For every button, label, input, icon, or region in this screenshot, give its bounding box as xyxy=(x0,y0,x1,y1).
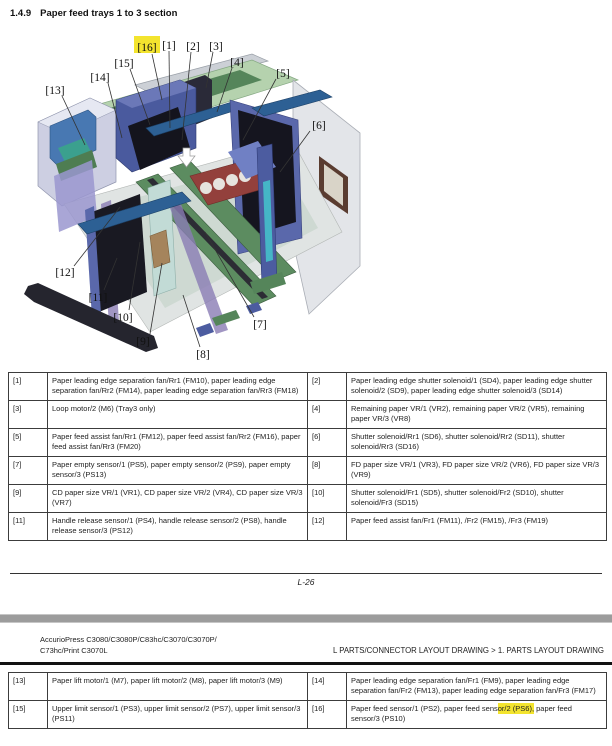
callout-highlight xyxy=(134,36,160,53)
callout-label: [4] xyxy=(230,57,243,69)
item-description: Paper leading edge separation fan/Fr1 (F… xyxy=(346,672,607,701)
leader-line xyxy=(168,50,171,129)
item-description: Paper feed assist fan/Rr1 (FM12), paper … xyxy=(47,428,308,457)
item-number: [3] xyxy=(8,400,48,429)
page2-header-breadcrumb: L PARTS/CONNECTOR LAYOUT DRAWING > 1. PA… xyxy=(333,646,604,655)
diagram-callouts: [1] [2] [3] [4] [5] [6] [7] [8] [9] [10] [11] [12] [… xyxy=(45,36,326,361)
item-number: [13] xyxy=(8,672,48,701)
item-number: [1] xyxy=(8,372,48,401)
item-description: Paper leading edge separation fan/Rr1 (F… xyxy=(47,372,308,401)
page-title: 1.4.9 Paper feed trays 1 to 3 section xyxy=(10,8,177,19)
leader-line xyxy=(151,53,163,101)
item-description: Paper feed sensor/1 (PS2), paper feed se… xyxy=(346,700,607,729)
item-number: [10] xyxy=(307,484,347,513)
leader-line xyxy=(129,68,151,126)
section-number: 1.4.9 xyxy=(10,8,32,19)
item-number: [5] xyxy=(8,428,48,457)
item-number: [4] xyxy=(307,400,347,429)
item-description: Upper limit sensor/1 (PS3), upper limit … xyxy=(47,700,308,729)
leader-line xyxy=(107,82,123,139)
callout-label: [12] xyxy=(55,267,74,279)
item-description: CD paper size VR/1 (VR1), CD paper size … xyxy=(47,484,308,513)
table-row: [15]Upper limit sensor/1 (PS3), upper li… xyxy=(8,700,607,729)
callout-label: [5] xyxy=(276,68,289,80)
callout-label: [15] xyxy=(114,58,133,70)
leader-line xyxy=(182,294,201,348)
parts-layout-diagram: [1] [2] [3] [4] [5] [6] [7] [8] [9] [10] [11] [12] [… xyxy=(24,36,361,361)
item-number: [12] xyxy=(307,512,347,541)
leader-line xyxy=(103,257,118,291)
item-description: Shutter solenoid/Fr1 (SD5), shutter sole… xyxy=(346,484,607,513)
table-row: [11]Handle release sensor/1 (PS4), handl… xyxy=(8,512,607,541)
callout-label: [13] xyxy=(45,85,64,97)
page2-header-rule xyxy=(0,662,612,665)
callout-label: [7] xyxy=(253,319,266,331)
arrow-marker-icon xyxy=(177,147,196,168)
highlighted-text: or/2 (PS6), xyxy=(497,703,535,714)
item-description: Paper feed assist fan/Fr1 (FM11), /Fr2 (… xyxy=(346,512,607,541)
table-row: [3]Loop motor/2 (M6) (Tray3 only)[4]Rema… xyxy=(8,400,607,429)
parts-table-1: [1]Paper leading edge separation fan/Rr1… xyxy=(8,372,607,541)
leader-line xyxy=(216,67,233,113)
machine-illustration xyxy=(24,53,361,352)
page-separator-bar xyxy=(0,614,612,623)
item-description: Shutter solenoid/Rr1 (SD6), shutter sole… xyxy=(346,428,607,457)
leader-line xyxy=(242,78,277,141)
footer-rule xyxy=(10,573,602,574)
leader-line xyxy=(128,241,141,311)
table-row: [5]Paper feed assist fan/Rr1 (FM12), pap… xyxy=(8,428,607,457)
item-number: [8] xyxy=(307,456,347,485)
item-number: [9] xyxy=(8,484,48,513)
item-description: Paper empty sensor/1 (PS5), paper empty … xyxy=(47,456,308,485)
item-description: Loop motor/2 (M6) (Tray3 only) xyxy=(47,400,308,429)
item-description: Remaining paper VR/1 (VR2), remaining pa… xyxy=(346,400,607,429)
table-row: [7]Paper empty sensor/1 (PS5), paper emp… xyxy=(8,456,607,485)
leader-line xyxy=(149,262,163,335)
model-list-line2: C73hc/Print C3070L xyxy=(40,646,108,655)
table-row: [9]CD paper size VR/1 (VR1), CD paper si… xyxy=(8,484,607,513)
table-row: [1]Paper leading edge separation fan/Rr1… xyxy=(8,372,607,401)
callout-label: [3] xyxy=(209,41,222,53)
leader-line xyxy=(204,231,255,318)
page-number: L-26 xyxy=(297,577,315,587)
callout-label: [11] xyxy=(89,292,108,304)
callout-label: [14] xyxy=(90,72,109,84)
callout-label: [16] xyxy=(137,42,156,54)
item-number: [15] xyxy=(8,700,48,729)
callout-label: [2] xyxy=(186,41,199,53)
model-list-line1: AccurioPress C3080/C3080P/C83hc/C3070/C3… xyxy=(40,635,217,644)
callout-label: [9] xyxy=(136,336,149,348)
page2-header-left: AccurioPress C3080/C3080P/C83hc/C3070/C3… xyxy=(40,634,217,656)
callout-label: [1] xyxy=(162,40,175,52)
callout-label: [10] xyxy=(113,312,132,324)
table-row: [13]Paper lift motor/1 (M7), paper lift … xyxy=(8,672,607,701)
item-number: [7] xyxy=(8,456,48,485)
parts-table-2: [13]Paper lift motor/1 (M7), paper lift … xyxy=(8,672,607,729)
item-number: [16] xyxy=(307,700,347,729)
leader-line xyxy=(279,130,311,173)
callout-label: [8] xyxy=(196,349,209,361)
item-description: Paper lift motor/1 (M7), paper lift moto… xyxy=(47,672,308,701)
leader-line xyxy=(73,206,121,267)
callout-label: [6] xyxy=(312,120,325,132)
item-number: [6] xyxy=(307,428,347,457)
item-description: FD paper size VR/1 (VR3), FD paper size … xyxy=(346,456,607,485)
item-number: [14] xyxy=(307,672,347,701)
item-number: [2] xyxy=(307,372,347,401)
leader-line xyxy=(205,51,214,89)
item-number: [11] xyxy=(8,512,48,541)
item-description: Paper leading edge shutter solenoid/1 (S… xyxy=(346,372,607,401)
section-title-text: Paper feed trays 1 to 3 section xyxy=(40,8,178,19)
item-description: Handle release sensor/1 (PS4), handle re… xyxy=(47,512,308,541)
leader-line xyxy=(61,95,86,146)
leader-line xyxy=(181,51,192,141)
